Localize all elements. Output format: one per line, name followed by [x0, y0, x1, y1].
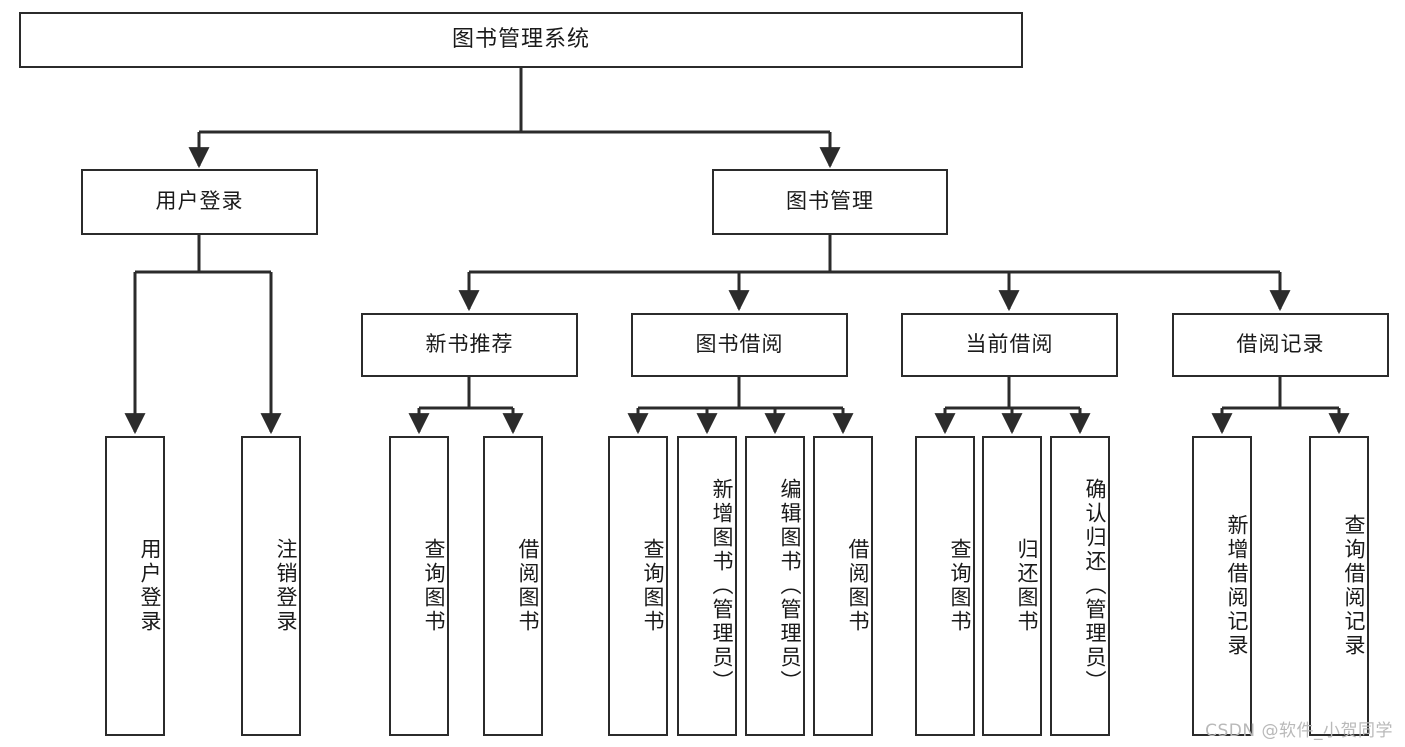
leaf-new-book-borrow-books[interactable]: 借阅图书: [483, 436, 543, 736]
leaf-current-query-books[interactable]: 查询图书: [915, 436, 975, 736]
leaf-record-query-borrow-record[interactable]: 查询借阅记录: [1309, 436, 1369, 736]
node-user-login[interactable]: 用户登录: [81, 169, 318, 235]
leaf-borrow-edit-book-admin[interactable]: 编辑图书（管理员）: [745, 436, 805, 736]
node-new-book-recommend[interactable]: 新书推荐: [361, 313, 578, 377]
node-root-book-management-system[interactable]: 图书管理系统: [19, 12, 1023, 68]
leaf-new-book-query-books[interactable]: 查询图书: [389, 436, 449, 736]
leaf-record-add-borrow-record[interactable]: 新增借阅记录: [1192, 436, 1252, 736]
node-current-borrow[interactable]: 当前借阅: [901, 313, 1118, 377]
leaf-borrow-borrow-books[interactable]: 借阅图书: [813, 436, 873, 736]
leaf-user-login[interactable]: 用户登录: [105, 436, 165, 736]
node-book-management[interactable]: 图书管理: [712, 169, 948, 235]
leaf-current-return-books[interactable]: 归还图书: [982, 436, 1042, 736]
node-borrow-record[interactable]: 借阅记录: [1172, 313, 1389, 377]
node-book-borrow[interactable]: 图书借阅: [631, 313, 848, 377]
leaf-current-confirm-return-admin[interactable]: 确认归还（管理员）: [1050, 436, 1110, 736]
leaf-logout[interactable]: 注销登录: [241, 436, 301, 736]
watermark-text: CSDN @软件_小贺同学: [1205, 721, 1393, 741]
leaf-borrow-add-book-admin[interactable]: 新增图书（管理员）: [677, 436, 737, 736]
leaf-borrow-query-books[interactable]: 查询图书: [608, 436, 668, 736]
